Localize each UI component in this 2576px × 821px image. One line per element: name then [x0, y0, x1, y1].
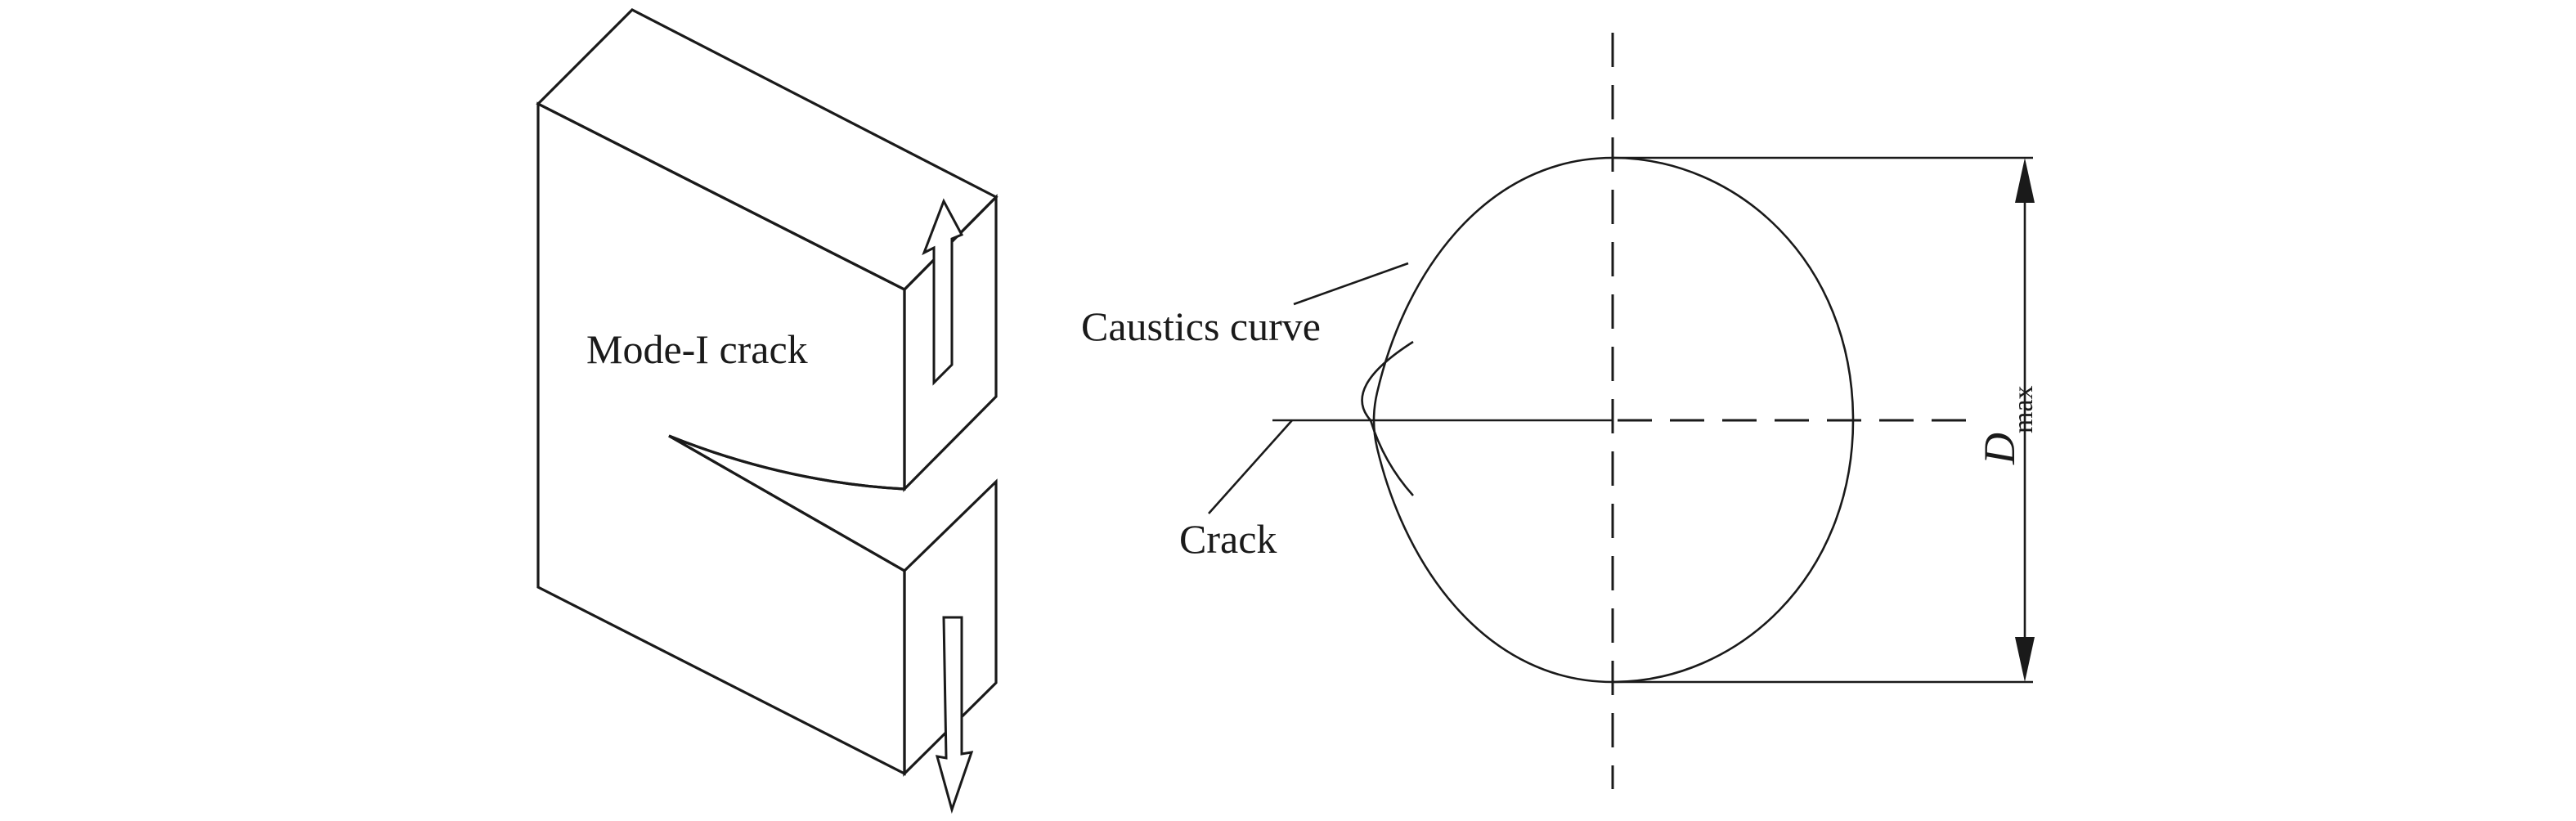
dmax-subscript: max — [2008, 385, 2039, 433]
caustics-curve-leader — [1293, 262, 1409, 306]
tension-arrow-up-icon — [922, 198, 964, 386]
dmax-arrow-top-icon — [2015, 158, 2035, 203]
specimen-front-face — [536, 101, 906, 776]
mode-i-crack-label: Mode-I crack — [586, 326, 808, 372]
cracked-specimen: Mode-I crack — [536, 8, 999, 814]
caustics-curve-shape — [1372, 156, 1855, 684]
caustics-curve-label: Caustics curve — [1081, 303, 1321, 349]
caustics-inner-arc — [1361, 340, 1414, 496]
dmax-symbol: D — [1975, 433, 2024, 465]
crack-label: Crack — [1179, 516, 1277, 562]
crack-leader — [1208, 419, 1293, 514]
tension-arrow-down-icon — [935, 616, 974, 814]
crack-upper-edge — [668, 434, 905, 491]
dmax-label: D max — [1975, 385, 2039, 465]
dmax-arrow-bottom-icon — [2015, 637, 2035, 682]
caustics-diagram: D max Caustics curve Crack — [1081, 33, 2039, 789]
crack-lower-edge — [668, 434, 905, 572]
